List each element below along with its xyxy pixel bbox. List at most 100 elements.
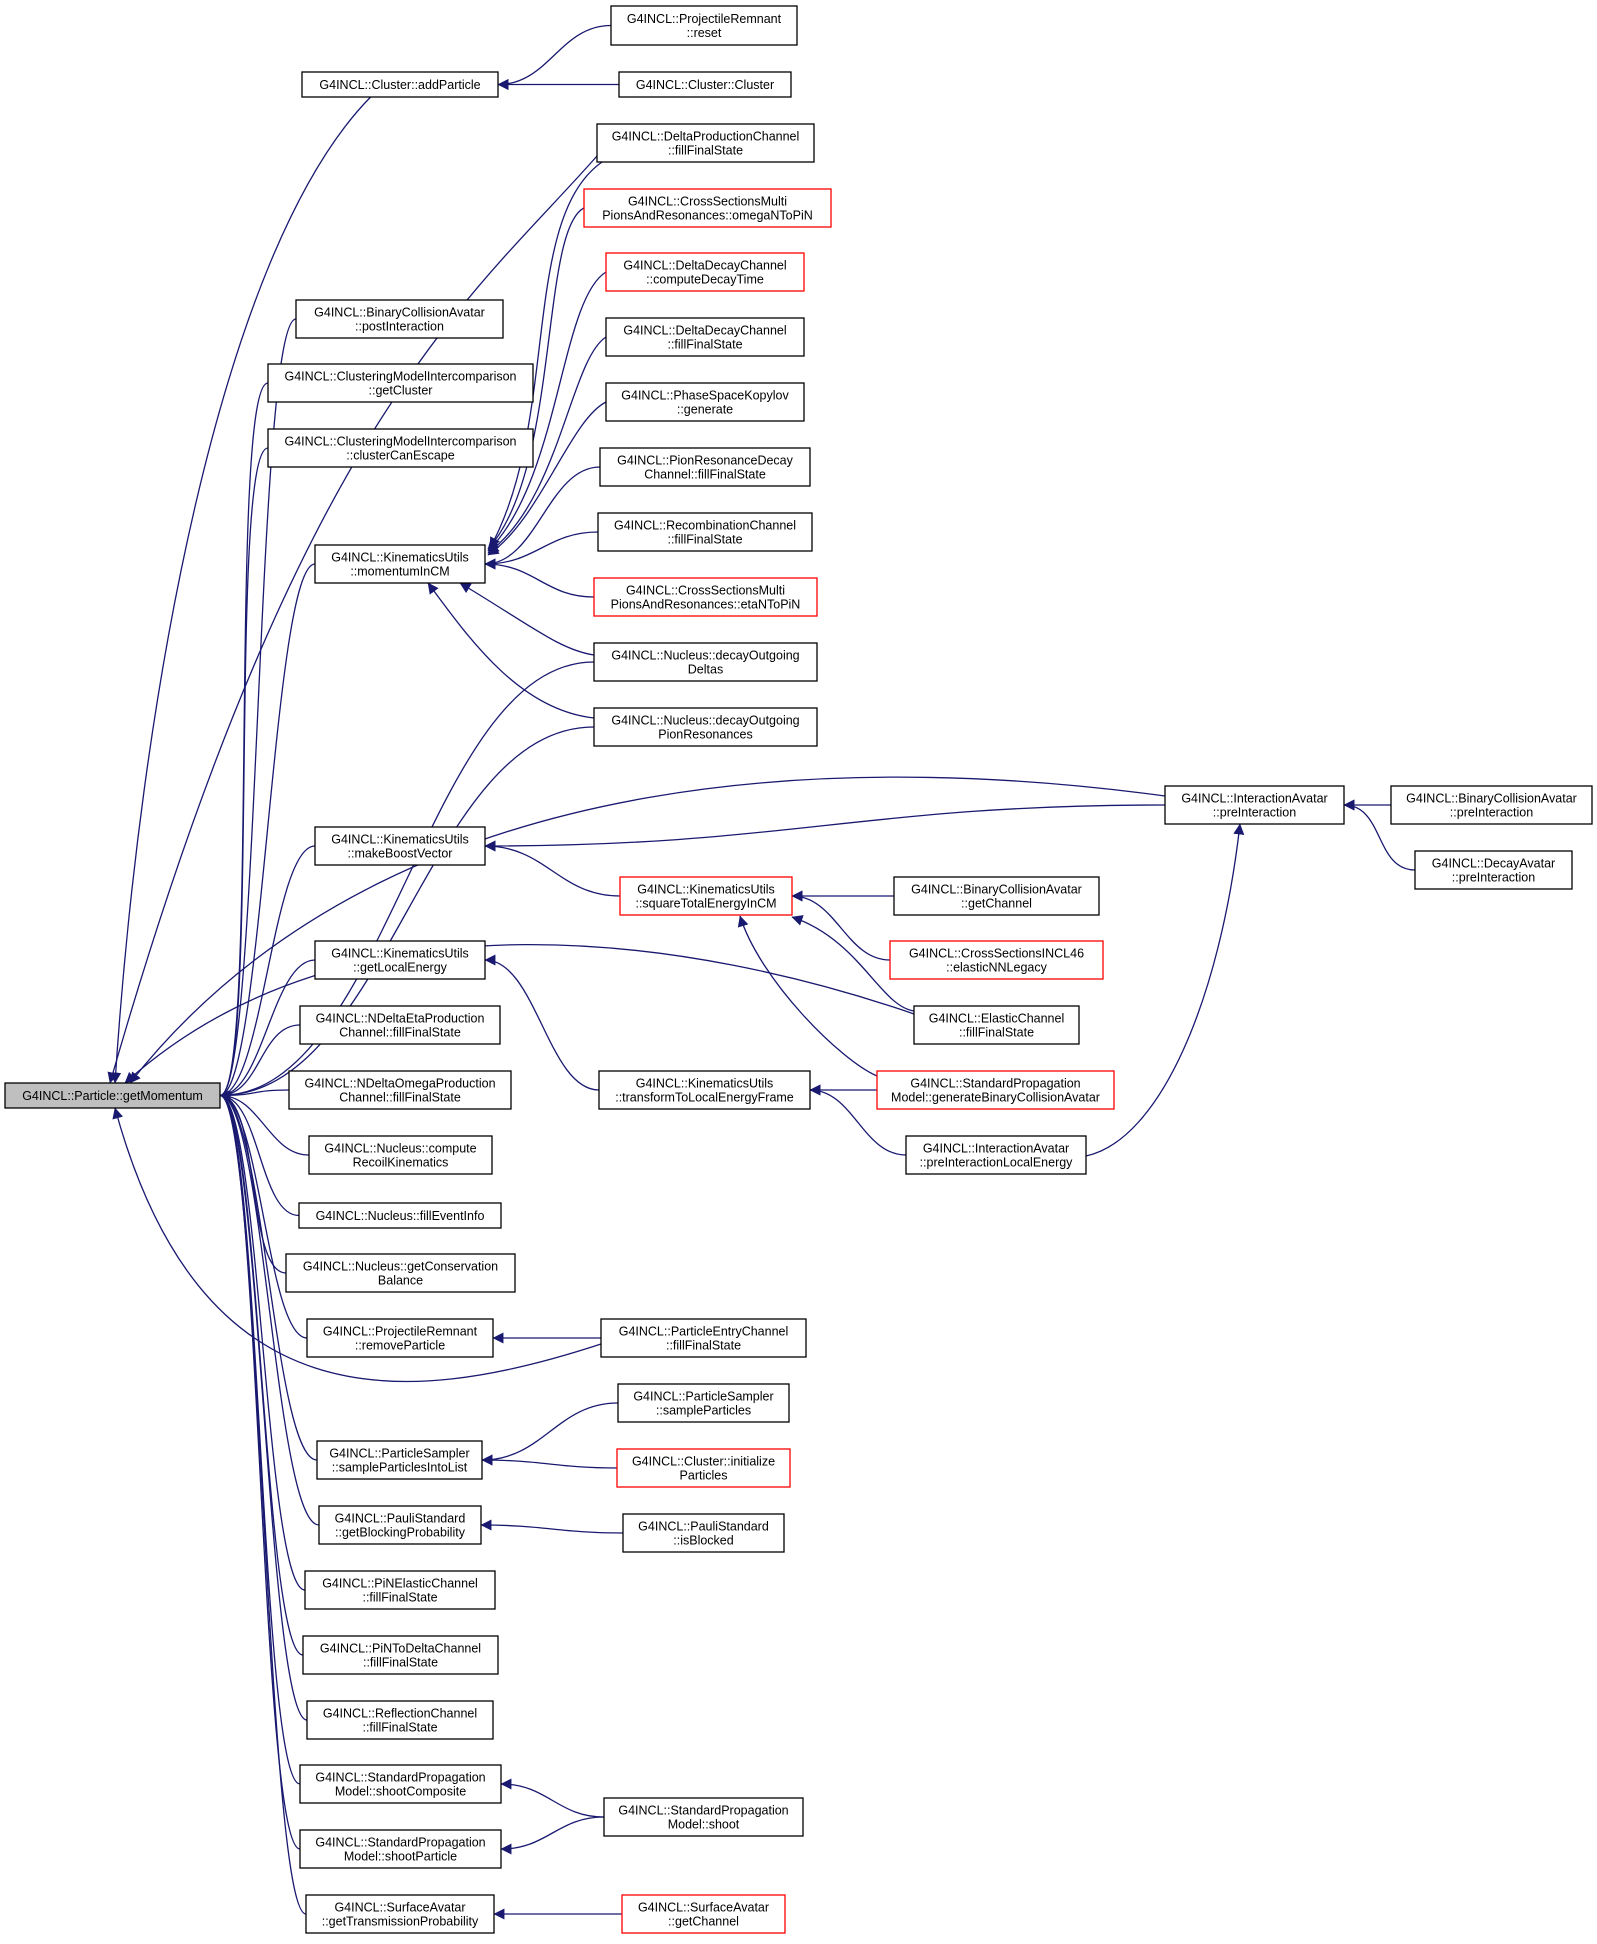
node-bcaGetCh[interactable]: G4INCL::BinaryCollisionAvatar::getChanne… <box>893 876 1100 916</box>
node-prRemove[interactable]: G4INCL::ProjectileRemnant::removeParticl… <box>306 1318 494 1358</box>
node-reflection[interactable]: G4INCL::ReflectionChannel::fillFinalStat… <box>306 1700 494 1740</box>
node-root[interactable]: G4INCL::Particle::getMomentum <box>4 1082 221 1109</box>
node-genBCA[interactable]: G4INCL::StandardPropagationModel::genera… <box>876 1070 1115 1110</box>
node-box <box>299 1829 502 1869</box>
node-transProb[interactable]: G4INCL::SurfaceAvatar::getTransmissionPr… <box>305 1894 495 1934</box>
node-psIntoList[interactable]: G4INCL::ParticleSampler::sampleParticles… <box>316 1440 483 1480</box>
node-label: G4INCL::CrossSectionsMulti <box>628 195 787 209</box>
node-elastic[interactable]: G4INCL::ElasticChannel::fillFinalState <box>913 1005 1080 1045</box>
node-deltaProd[interactable]: G4INCL::DeltaProductionChannel::fillFina… <box>596 123 815 163</box>
node-label: G4INCL::KinematicsUtils <box>331 833 469 847</box>
node-box <box>314 940 486 980</box>
node-deltaDecayFill[interactable]: G4INCL::DeltaDecayChannel::fillFinalStat… <box>605 317 805 357</box>
node-omegaNToPiN[interactable]: G4INCL::CrossSectionsMultiPionsAndResona… <box>583 188 832 228</box>
node-label: PionResonances <box>658 728 753 742</box>
node-label: Channel::fillFinalState <box>339 1091 461 1105</box>
edge-incl46-to-sqrtE <box>791 890 891 961</box>
node-deltaDecayTime[interactable]: G4INCL::DeltaDecayChannel::computeDecayT… <box>605 252 805 292</box>
node-label: ::fillFinalState <box>666 1339 741 1353</box>
node-cmiEscape[interactable]: G4INCL::ClusteringModelIntercomparison::… <box>267 428 534 468</box>
node-label: G4INCL::StandardPropagation <box>618 1804 788 1818</box>
edge-elastic-to-sqrtE <box>791 915 915 1012</box>
edge-deltaDecayTime-to-momCM <box>487 271 607 552</box>
node-label: ::clusterCanEscape <box>346 449 454 463</box>
node-psSample[interactable]: G4INCL::ParticleSampler::sampleParticles <box>617 1383 790 1423</box>
node-etaNToPiN[interactable]: G4INCL::CrossSectionsMultiPionsAndResona… <box>593 577 818 617</box>
node-recomb[interactable]: G4INCL::RecombinationChannel::fillFinalS… <box>597 512 813 552</box>
edge-pauliBlock-to-root <box>219 1090 320 1526</box>
node-iaPre[interactable]: G4INCL::InteractionAvatar::preInteractio… <box>1164 785 1345 825</box>
edge-omegaNToPiN-to-momCM <box>487 207 585 550</box>
node-piNToDelta[interactable]: G4INCL::PiNToDeltaChannel::fillFinalStat… <box>302 1635 499 1675</box>
node-addParticle[interactable]: G4INCL::Cluster::addParticle <box>301 71 499 98</box>
node-incl46[interactable]: G4INCL::CrossSectionsINCL46::elasticNNLe… <box>889 940 1104 980</box>
node-bcaPre[interactable]: G4INCL::BinaryCollisionAvatar::preIntera… <box>1390 785 1593 825</box>
node-shootPart[interactable]: G4INCL::StandardPropagationModel::shootP… <box>299 1829 502 1869</box>
node-label: PionsAndResonances::omegaNToPiN <box>602 209 813 223</box>
edge-shoot-to-shootComp <box>500 1778 605 1818</box>
node-sqrtE[interactable]: G4INCL::KinematicsUtils::squareTotalEner… <box>619 876 793 916</box>
node-label: Model::shoot <box>668 1818 740 1832</box>
edge-fillEvent-to-root <box>219 1090 300 1217</box>
node-momCM[interactable]: G4INCL::KinematicsUtils::momentumInCM <box>314 544 486 584</box>
node-box <box>4 1082 221 1109</box>
node-box <box>619 876 793 916</box>
edge-entry-to-root <box>112 1107 602 1383</box>
node-pauliIs[interactable]: G4INCL::PauliStandard::isBlocked <box>622 1513 785 1553</box>
node-binPost[interactable]: G4INCL::BinaryCollisionAvatar::postInter… <box>295 299 504 339</box>
node-fillEvent[interactable]: G4INCL::Nucleus::fillEventInfo <box>298 1202 502 1229</box>
edge-decDeltas-to-root <box>219 661 595 1101</box>
node-toLocal[interactable]: G4INCL::KinematicsUtils::transformToLoca… <box>598 1070 811 1110</box>
edge-recomb-to-momCM <box>484 531 599 570</box>
node-label: G4INCL::Nucleus::fillEventInfo <box>316 1209 485 1223</box>
node-pauliBlock[interactable]: G4INCL::PauliStandard::getBlockingProbab… <box>318 1505 482 1545</box>
edge-pauliIs-to-pauliBlock <box>480 1519 624 1534</box>
node-label: ::fillFinalState <box>959 1026 1034 1040</box>
node-box <box>599 447 811 487</box>
node-box <box>316 1440 483 1480</box>
node-decayPre[interactable]: G4INCL::DecayAvatar::preInteraction <box>1414 850 1573 890</box>
node-entry[interactable]: G4INCL::ParticleEntryChannel::fillFinalS… <box>600 1318 807 1358</box>
node-label: G4INCL::InteractionAvatar <box>923 1142 1069 1156</box>
node-prReset[interactable]: G4INCL::ProjectileRemnant::reset <box>610 5 798 46</box>
node-box <box>304 1570 496 1610</box>
node-label: ::removeParticle <box>355 1339 445 1353</box>
node-iaPreLocal[interactable]: G4INCL::InteractionAvatar::preInteractio… <box>905 1135 1087 1175</box>
node-label: ::getLocalEnergy <box>353 961 448 975</box>
node-cmiGetCluster[interactable]: G4INCL::ClusteringModelIntercomparison::… <box>267 363 534 403</box>
node-label: ::fillFinalState <box>668 144 743 158</box>
node-box <box>596 123 815 163</box>
edge-reflection-to-root <box>219 1090 308 1721</box>
edge-iaPreLocal-to-toLocal <box>809 1084 907 1156</box>
node-box <box>267 363 534 403</box>
node-box <box>621 1894 786 1934</box>
node-kopylov[interactable]: G4INCL::PhaseSpaceKopylov::generate <box>605 382 805 422</box>
node-box <box>605 252 805 292</box>
node-clusterCtor[interactable]: G4INCL::Cluster::Cluster <box>618 71 792 98</box>
node-box <box>913 1005 1080 1045</box>
edge-decPionRes-to-root <box>219 726 595 1101</box>
node-label: G4INCL::PiNElasticChannel <box>322 1577 478 1591</box>
node-piNElastic[interactable]: G4INCL::PiNElasticChannel::fillFinalStat… <box>304 1570 496 1610</box>
node-shootComp[interactable]: G4INCL::StandardPropagationModel::shootC… <box>299 1764 502 1804</box>
node-decPionRes[interactable]: G4INCL::Nucleus::decayOutgoingPionResona… <box>593 707 818 747</box>
node-ndeltaOmega[interactable]: G4INCL::NDeltaOmegaProductionChannel::fi… <box>288 1070 512 1110</box>
node-label: ::sampleParticlesIntoList <box>332 1461 468 1475</box>
node-box <box>314 826 486 866</box>
node-localE[interactable]: G4INCL::KinematicsUtils::getLocalEnergy <box>314 940 486 980</box>
node-pionRes[interactable]: G4INCL::PionResonanceDecayChannel::fillF… <box>599 447 811 487</box>
node-label: ::makeBoostVector <box>348 847 453 861</box>
node-saGetCh[interactable]: G4INCL::SurfaceAvatar::getChannel <box>621 1894 786 1934</box>
node-label: G4INCL::Nucleus::compute <box>324 1142 476 1156</box>
node-ndeltaEta[interactable]: G4INCL::NDeltaEtaProductionChannel::fill… <box>299 1005 501 1045</box>
node-label: G4INCL::NDeltaOmegaProduction <box>304 1077 495 1091</box>
node-box <box>302 1635 499 1675</box>
edge-pionRes-to-momCM <box>484 466 601 570</box>
node-boost[interactable]: G4INCL::KinematicsUtils::makeBoostVector <box>314 826 486 866</box>
node-label: G4INCL::PionResonanceDecay <box>617 454 794 468</box>
